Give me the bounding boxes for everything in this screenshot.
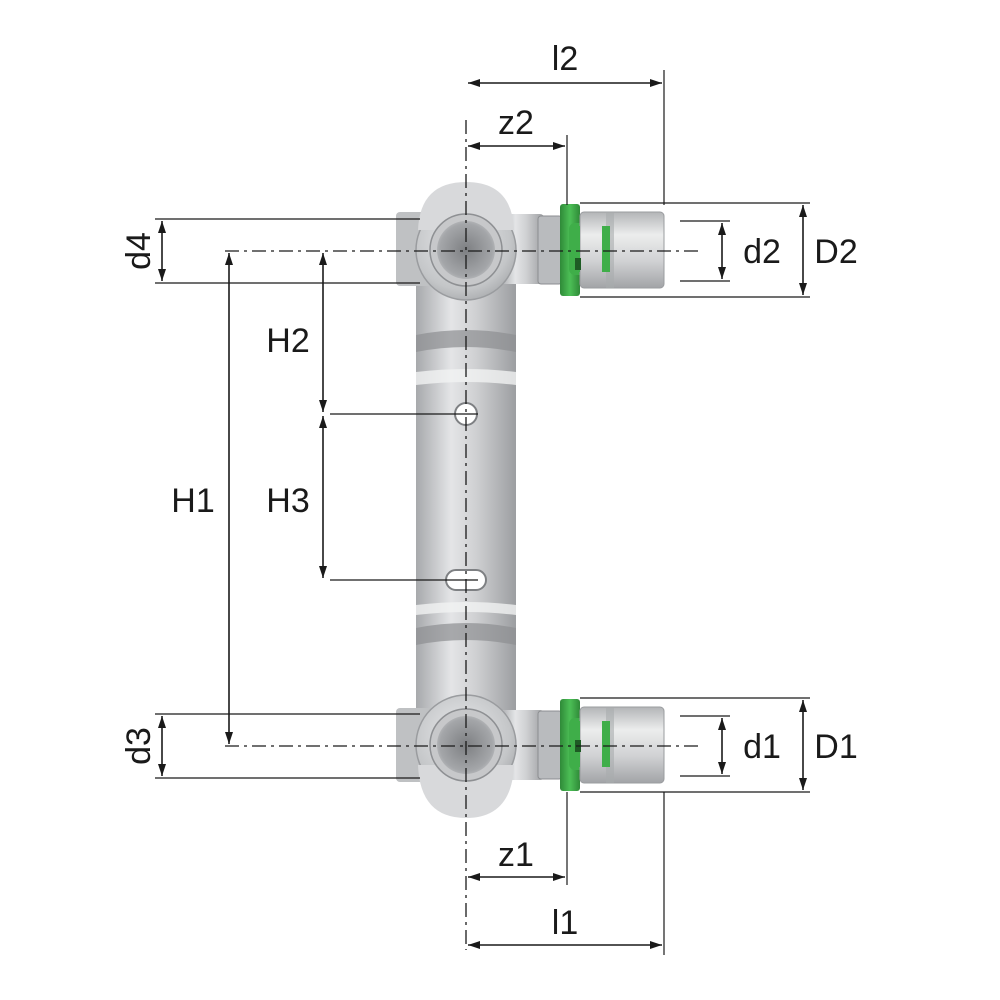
lower-elbow-bottom bbox=[418, 765, 514, 818]
center-lines bbox=[225, 120, 700, 950]
lower-press-connector bbox=[537, 699, 665, 791]
dim-z1-arrow-right bbox=[553, 873, 565, 881]
label-l2: l2 bbox=[552, 40, 578, 78]
label-H3: H3 bbox=[266, 482, 309, 520]
dim-z1-arrow-left bbox=[468, 873, 480, 881]
dim-H1-arrow-top bbox=[225, 253, 233, 265]
dim-H3-arrow-bottom bbox=[319, 566, 327, 578]
label-H2: H2 bbox=[266, 322, 309, 360]
wall-plate-fitting bbox=[396, 182, 665, 818]
label-D2: D2 bbox=[814, 233, 857, 271]
dim-d3-arrow-bottom bbox=[158, 764, 166, 776]
dim-D2-arrow-bottom bbox=[799, 283, 807, 295]
dimension-lines bbox=[158, 79, 807, 949]
dim-H2-arrow-bottom bbox=[319, 400, 327, 412]
upper-press-connector bbox=[537, 204, 665, 296]
dim-d1-arrow-bottom bbox=[718, 762, 726, 774]
dim-D1-arrow-top bbox=[799, 700, 807, 712]
upper-clip-dark bbox=[575, 258, 581, 270]
dim-d2-arrow-bottom bbox=[718, 267, 726, 279]
dim-l1-arrow-right bbox=[650, 941, 662, 949]
upper-elbow bbox=[396, 182, 544, 301]
label-z2: z2 bbox=[498, 104, 534, 142]
extension-lines bbox=[155, 70, 810, 955]
dim-d4-arrow-bottom bbox=[158, 269, 166, 281]
upper-nut bbox=[537, 215, 563, 285]
dim-D2-arrow-top bbox=[799, 205, 807, 217]
label-H1: H1 bbox=[171, 482, 214, 520]
dim-d4-arrow-top bbox=[158, 221, 166, 233]
dim-d2-arrow-top bbox=[718, 223, 726, 235]
upper-clip-front-2 bbox=[602, 226, 610, 272]
dim-l2-arrow-left bbox=[468, 79, 480, 87]
dim-l2-arrow-right bbox=[650, 79, 662, 87]
label-z1: z1 bbox=[498, 836, 534, 874]
dim-H1-arrow-bottom bbox=[225, 732, 233, 744]
dim-H3-arrow-top bbox=[319, 416, 327, 428]
label-d4: d4 bbox=[120, 232, 158, 270]
dim-z2-arrow-right bbox=[553, 142, 565, 150]
label-l1: l1 bbox=[552, 904, 578, 942]
upper-sleeve bbox=[579, 211, 665, 289]
upper-clip-front bbox=[572, 226, 580, 272]
dimension-labels: l2 z2 z1 l1 H2 H1 H3 d2 D2 d1 D1 d4 d3 bbox=[120, 40, 858, 942]
label-D1: D1 bbox=[814, 728, 857, 766]
lower-clip-front-2 bbox=[602, 721, 610, 767]
dim-l1-arrow-left bbox=[468, 941, 480, 949]
label-d3: d3 bbox=[120, 727, 158, 765]
dim-d1-arrow-top bbox=[718, 718, 726, 730]
label-d2: d2 bbox=[743, 233, 781, 271]
lower-sleeve bbox=[579, 706, 665, 784]
dim-z2-arrow-left bbox=[468, 142, 480, 150]
label-d1: d1 bbox=[743, 728, 781, 766]
dim-D1-arrow-bottom bbox=[799, 778, 807, 790]
dim-H2-arrow-top bbox=[319, 253, 327, 265]
dim-d3-arrow-top bbox=[158, 716, 166, 728]
lower-nut bbox=[537, 710, 563, 780]
